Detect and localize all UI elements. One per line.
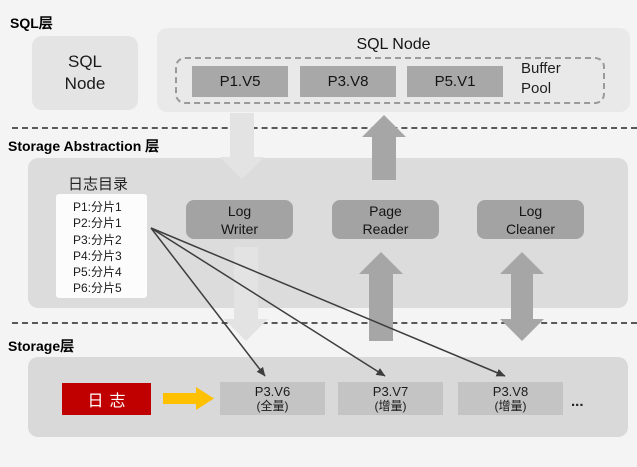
buffer-pool-label: Buffer Pool bbox=[521, 60, 561, 97]
page-version-name: P3.V8 bbox=[492, 384, 529, 399]
log-cleaner-box: Log Cleaner bbox=[477, 200, 584, 239]
layer-separator-sql-abstraction bbox=[12, 127, 637, 129]
more-versions-ellipsis: ... bbox=[571, 393, 584, 410]
sql-node-title: SQL Node bbox=[356, 36, 431, 53]
page-version-type: (全量) bbox=[256, 399, 289, 413]
page-version-name: P3.V6 bbox=[254, 384, 291, 399]
page-version-name: P3.V7 bbox=[372, 384, 409, 399]
buffer-pool-dashed-box bbox=[175, 57, 605, 104]
log-directory-entry: P6:分片5 bbox=[73, 281, 122, 296]
page-version-p3v8: P3.V8 (增量) bbox=[458, 382, 563, 415]
log-directory-title: 日志目录 bbox=[68, 176, 129, 193]
storage-container: 日志 P3.V6 (全量) P3.V7 (增量) P3.V8 (增量) ... bbox=[28, 357, 628, 437]
log-writer-box: Log Writer bbox=[186, 200, 293, 239]
page-reader-box: Page Reader bbox=[332, 200, 439, 239]
buffer-page-p1v5: P1.V5 bbox=[192, 66, 288, 97]
storage-layer-heading: Storage层 bbox=[8, 338, 75, 354]
log-directory-entry: P5:分片4 bbox=[73, 265, 122, 280]
log-directory-entry: P4:分片3 bbox=[73, 248, 122, 263]
log-directory-entry: P1:分片1 bbox=[73, 200, 122, 214]
page-version-type: (增量) bbox=[374, 399, 407, 413]
page-version-p3v7: P3.V7 (增量) bbox=[338, 382, 443, 415]
log-directory-box: P1:分片1 P2:分片1 P3:分片2 P4:分片3 P5:分片4 P6:分片… bbox=[56, 194, 147, 298]
log-box: 日志 bbox=[62, 383, 151, 415]
layer-separator-abstraction-storage bbox=[12, 322, 637, 324]
log-cleaner-label: Log Cleaner bbox=[505, 202, 556, 237]
sql-node-box-label: SQL Node bbox=[64, 52, 106, 93]
sql-node-box: SQL Node bbox=[32, 36, 138, 110]
page-version-p3v6: P3.V6 (全量) bbox=[220, 382, 325, 415]
storage-abstraction-container: 日志目录 P1:分片1 P2:分片1 P3:分片2 P4:分片3 P5:分片4 … bbox=[28, 158, 628, 308]
page-reader-label: Page Reader bbox=[362, 202, 409, 237]
buffer-page-p3v8: P3.V8 bbox=[300, 66, 396, 97]
log-directory-entry: P3:分片2 bbox=[73, 232, 122, 247]
log-writer-label: Log Writer bbox=[220, 202, 259, 237]
buffer-page-p5v1: P5.V1 bbox=[407, 66, 503, 97]
sql-layer-heading: SQL层 bbox=[10, 15, 53, 31]
log-directory-entry: P2:分片1 bbox=[73, 216, 122, 231]
sql-node-container: SQL Node P1.V5 P3.V8 P5.V1 Buffer Pool bbox=[157, 28, 630, 112]
storage-abstraction-layer-heading: Storage Abstraction 层 bbox=[8, 138, 160, 154]
page-version-type: (增量) bbox=[494, 399, 527, 413]
